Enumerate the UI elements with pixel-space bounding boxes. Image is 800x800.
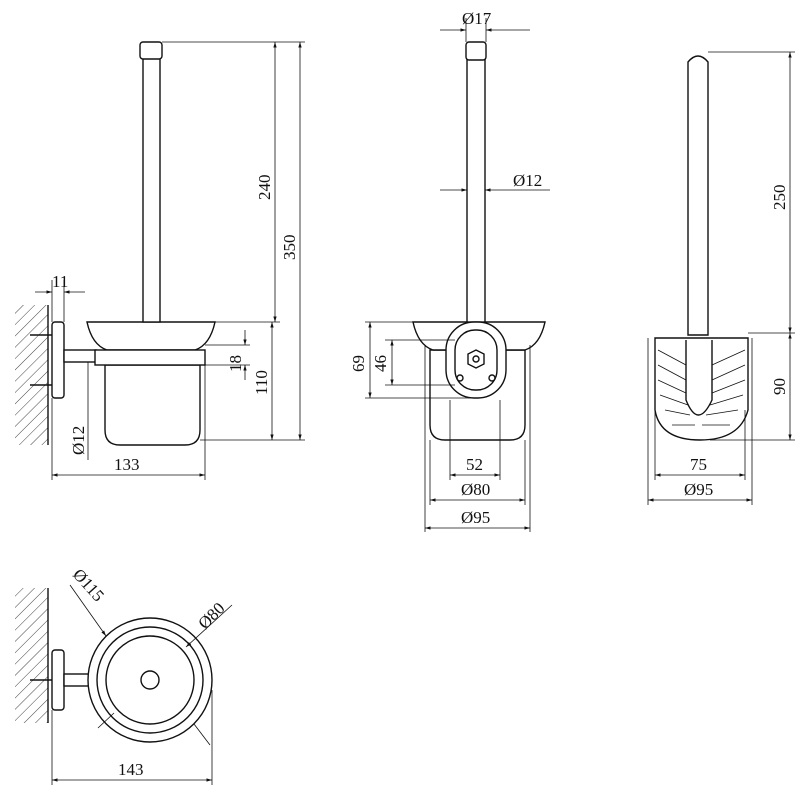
dim-143: 143: [118, 760, 144, 779]
bristles: [657, 349, 746, 426]
wall-hatch: [15, 305, 48, 445]
brush-handle: [687, 55, 709, 336]
brush-handle: [466, 57, 486, 323]
side-view: 11 240 350 110 18 Ø12 133: [15, 41, 305, 480]
dim-11: 11: [52, 272, 68, 291]
ring: [94, 349, 206, 366]
dim-inner-dia: Ø80: [194, 599, 228, 633]
arm-rod: [63, 349, 97, 363]
dim-133: 133: [114, 455, 140, 474]
bowl: [86, 321, 216, 351]
dim-head-dia: Ø95: [684, 480, 713, 499]
dim-69: 69: [349, 355, 368, 372]
top-view: Ø115 Ø80 143: [15, 565, 233, 785]
glass-cup: [104, 364, 201, 446]
handle-cap: [139, 41, 163, 60]
dim-90: 90: [770, 378, 789, 395]
brush-handle: [142, 54, 161, 323]
front-view: Ø17 Ø12 69 46 52 Ø80 Ø95: [349, 9, 550, 532]
bolt: [467, 349, 485, 369]
dim-46: 46: [371, 355, 390, 372]
dim-cap-dia: Ø17: [462, 9, 492, 28]
dim-250: 250: [770, 185, 789, 211]
dim-350: 350: [280, 235, 299, 261]
wall-plate: [51, 321, 65, 399]
dim-240: 240: [255, 175, 274, 201]
dim-outer-dia: Ø115: [69, 565, 108, 605]
dim-handle-dia: Ø12: [513, 171, 542, 190]
dim-110: 110: [252, 370, 271, 395]
dim-rod-dia: Ø12: [69, 426, 88, 455]
wall-hatch: [15, 588, 48, 723]
brush-head: [654, 337, 749, 441]
handle-top: [140, 670, 160, 690]
dim-bowl-dia: Ø95: [461, 508, 490, 527]
dim-18: 18: [226, 355, 245, 372]
handle-cap: [465, 41, 487, 61]
dim-cup-dia: Ø80: [461, 480, 490, 499]
dim-75: 75: [690, 455, 707, 474]
dim-52: 52: [466, 455, 483, 474]
wall-plate: [51, 649, 65, 711]
brush-view: 250 90 75 Ø95: [647, 51, 795, 505]
